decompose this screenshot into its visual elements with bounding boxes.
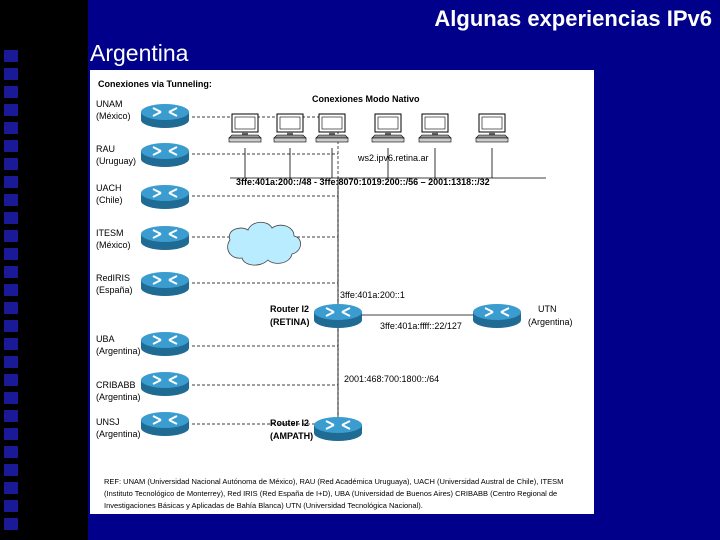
strip-bullet bbox=[4, 320, 18, 332]
native-header: Conexiones Modo Nativo bbox=[312, 94, 420, 104]
strip-bullet bbox=[4, 194, 18, 206]
pc-drops bbox=[244, 148, 493, 178]
strip-bullet bbox=[4, 428, 18, 440]
tunnel-3-name: ITESM bbox=[96, 228, 124, 238]
router-icon bbox=[140, 184, 190, 210]
tunnel-4-name: RedIRIS bbox=[96, 273, 130, 283]
retina-router-org: (RETINA) bbox=[270, 317, 310, 327]
router-utn-icon bbox=[472, 303, 522, 329]
router-icon bbox=[140, 142, 190, 168]
host-label: ws2.ipv6.retina.ar bbox=[357, 153, 429, 163]
strip-bullet bbox=[4, 104, 18, 116]
strip-bullet bbox=[4, 140, 18, 152]
pc-icon bbox=[475, 113, 509, 143]
lan-prefix: 3ffe:401a:200::/48 - 3ffe:8070:1019:200:… bbox=[236, 177, 490, 187]
strip-bullet bbox=[4, 302, 18, 314]
strip-bullet bbox=[4, 50, 18, 62]
strip-bullet bbox=[4, 212, 18, 224]
retina-router-name: Router I2 bbox=[270, 304, 309, 314]
tunnel-links bbox=[192, 116, 339, 425]
pc-icon bbox=[315, 113, 349, 143]
left-bullet-strip bbox=[0, 0, 88, 540]
router-icon bbox=[140, 271, 190, 297]
strip-bullet bbox=[4, 338, 18, 350]
tunnel-6-name: CRIBABB bbox=[96, 380, 136, 390]
pc-icon bbox=[371, 113, 405, 143]
strip-bullet bbox=[4, 410, 18, 422]
strip-bullet bbox=[4, 518, 18, 530]
strip-bullet bbox=[4, 464, 18, 476]
strip-bullet bbox=[4, 68, 18, 80]
link-up-label: 3ffe:401a:200::1 bbox=[340, 290, 405, 300]
router-retina-icon bbox=[313, 303, 363, 329]
tunnel-7-country: (Argentina) bbox=[96, 429, 141, 439]
tunnel-2-name: UACH bbox=[96, 183, 122, 193]
utn-name: UTN bbox=[538, 304, 557, 314]
network-diagram: Conexiones via Tunneling: Conexiones Mod… bbox=[96, 79, 573, 442]
router-icon bbox=[140, 331, 190, 357]
ampath-router-name: Router I2 bbox=[270, 418, 309, 428]
strip-bullet bbox=[4, 500, 18, 512]
tunneling-header: Conexiones via Tunneling: bbox=[98, 79, 212, 89]
tunnel-0-country: (México) bbox=[96, 111, 131, 121]
reference-note: REF: UNAM (Universidad Nacional Autónoma… bbox=[104, 477, 564, 510]
strip-bullet bbox=[4, 392, 18, 404]
router-ampath-icon bbox=[313, 416, 363, 442]
router-icon bbox=[140, 103, 190, 129]
strip-bullet bbox=[4, 158, 18, 170]
tunnel-5-name: UBA bbox=[96, 334, 115, 344]
router-icon bbox=[140, 225, 190, 251]
strip-bullet bbox=[4, 230, 18, 242]
pc-icon bbox=[273, 113, 307, 143]
pc-icon bbox=[228, 113, 262, 143]
tunnel-3-country: (México) bbox=[96, 240, 131, 250]
router-icon bbox=[140, 371, 190, 397]
strip-bullet bbox=[4, 482, 18, 494]
utn-country: (Argentina) bbox=[528, 317, 573, 327]
slide-title: Algunas experiencias IPv6 bbox=[434, 6, 712, 31]
tunnel-7-name: UNSJ bbox=[96, 417, 120, 427]
pc-icon bbox=[418, 113, 452, 143]
link-ampath-label: 2001:468:700:1800::/64 bbox=[344, 374, 439, 384]
strip-bullet bbox=[4, 284, 18, 296]
tunnel-5-country: (Argentina) bbox=[96, 346, 141, 356]
link-utn-label: 3ffe:401a:ffff::22/127 bbox=[380, 321, 462, 331]
strip-bullet bbox=[4, 266, 18, 278]
strip-bullet bbox=[4, 374, 18, 386]
strip-bullet bbox=[4, 446, 18, 458]
tunnel-4-country: (España) bbox=[96, 285, 133, 295]
strip-bullet bbox=[4, 86, 18, 98]
strip-bullet bbox=[4, 176, 18, 188]
tunnel-2-country: (Chile) bbox=[96, 195, 123, 205]
strip-bullet bbox=[4, 356, 18, 368]
internet-cloud-icon bbox=[227, 221, 301, 266]
network-diagram-panel: Conexiones via Tunneling: Conexiones Mod… bbox=[90, 70, 594, 514]
tunnel-1-country: (Uruguay) bbox=[96, 156, 136, 166]
tunnel-1-name: RAU bbox=[96, 144, 115, 154]
slide-subtitle: Argentina bbox=[90, 40, 189, 66]
strip-bullet bbox=[4, 248, 18, 260]
tunnel-6-country: (Argentina) bbox=[96, 392, 141, 402]
ampath-router-org: (AMPATH) bbox=[270, 431, 313, 441]
strip-bullet bbox=[4, 122, 18, 134]
router-icon bbox=[140, 411, 190, 437]
tunnel-0-name: UNAM bbox=[96, 99, 123, 109]
